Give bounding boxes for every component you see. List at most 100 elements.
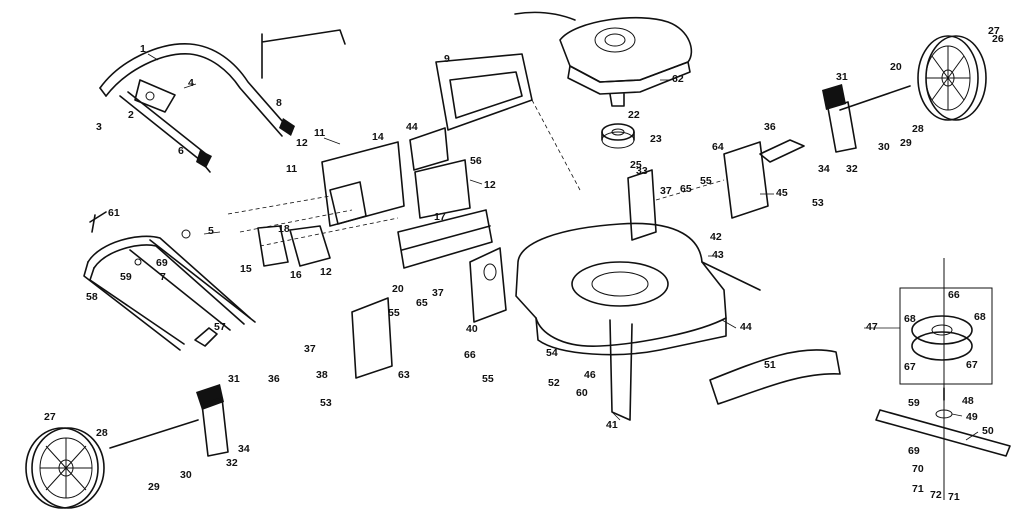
label-29b: 29 xyxy=(148,481,160,493)
label-7: 7 xyxy=(160,271,166,283)
engine xyxy=(514,11,693,107)
pulley xyxy=(601,123,635,149)
lower-handle xyxy=(83,211,256,351)
label-33: 33 xyxy=(636,165,648,177)
label-46: 46 xyxy=(584,369,596,381)
label-44a: 44 xyxy=(406,121,418,133)
label-30a: 30 xyxy=(878,141,890,153)
front-wheel-left xyxy=(25,427,105,509)
label-52: 52 xyxy=(548,377,560,389)
label-3: 3 xyxy=(96,121,102,133)
label-44b: 44 xyxy=(740,321,752,333)
label-58: 58 xyxy=(86,291,98,303)
mower-deck xyxy=(515,222,761,421)
height-bracket-right xyxy=(827,101,857,153)
part-labels: 1 2 3 4 5 6 7 8 9 11 11 12 12 12 14 15 1… xyxy=(44,25,1004,503)
label-23: 23 xyxy=(650,133,662,145)
label-2: 2 xyxy=(128,109,134,121)
label-28b: 28 xyxy=(96,427,108,439)
blade-adapter-assembly xyxy=(899,287,993,419)
label-63: 63 xyxy=(398,369,410,381)
label-20b: 20 xyxy=(890,61,902,73)
label-31a: 31 xyxy=(836,71,848,83)
label-65a: 65 xyxy=(680,183,692,195)
label-59a: 59 xyxy=(120,271,132,283)
label-68a: 68 xyxy=(904,313,916,325)
label-18: 18 xyxy=(278,223,290,235)
label-71b: 71 xyxy=(948,491,960,503)
label-49: 49 xyxy=(966,411,978,423)
label-53b: 53 xyxy=(320,397,332,409)
wheel-axle-right xyxy=(839,85,911,111)
label-51: 51 xyxy=(764,359,776,371)
label-60: 60 xyxy=(576,387,588,399)
label-40: 40 xyxy=(466,323,478,335)
label-4: 4 xyxy=(188,77,194,89)
label-62: 62 xyxy=(672,73,684,85)
label-12c: 12 xyxy=(320,266,332,278)
discharge-chute xyxy=(435,53,581,191)
label-56: 56 xyxy=(470,155,482,167)
label-67b: 67 xyxy=(966,359,978,371)
label-37b: 37 xyxy=(432,287,444,299)
label-27a: 27 xyxy=(988,25,1000,37)
label-6: 6 xyxy=(178,145,184,157)
handle-rod xyxy=(261,29,346,79)
label-65b: 65 xyxy=(416,297,428,309)
label-29a: 29 xyxy=(900,137,912,149)
label-37a: 37 xyxy=(660,185,672,197)
label-67a: 67 xyxy=(904,361,916,373)
label-15: 15 xyxy=(240,263,252,275)
label-38: 38 xyxy=(316,369,328,381)
label-68b: 68 xyxy=(974,311,986,323)
label-34b: 34 xyxy=(238,443,250,455)
label-11a: 11 xyxy=(314,127,325,139)
label-47: 47 xyxy=(866,321,878,333)
label-72: 72 xyxy=(930,489,942,501)
label-54: 54 xyxy=(546,347,558,359)
baffle xyxy=(709,349,841,405)
label-8: 8 xyxy=(276,97,282,109)
label-37c: 37 xyxy=(304,343,316,355)
label-25: 25 xyxy=(630,159,642,171)
label-45: 45 xyxy=(776,187,788,199)
label-27b: 27 xyxy=(44,411,56,423)
label-28a: 28 xyxy=(912,123,924,135)
label-5: 5 xyxy=(208,225,214,237)
label-14: 14 xyxy=(372,131,384,143)
label-22: 22 xyxy=(628,109,640,121)
label-20a: 20 xyxy=(392,283,404,295)
label-30b: 30 xyxy=(180,469,192,481)
label-53a: 53 xyxy=(812,197,824,209)
label-1: 1 xyxy=(140,43,146,55)
label-9: 9 xyxy=(444,53,450,65)
label-66a: 66 xyxy=(464,349,476,361)
label-55c: 55 xyxy=(482,373,494,385)
label-12b: 12 xyxy=(484,179,496,191)
rear-brackets xyxy=(351,247,507,379)
label-42: 42 xyxy=(710,231,722,243)
label-11b: 11 xyxy=(286,163,297,175)
label-43: 43 xyxy=(712,249,724,261)
label-31b: 31 xyxy=(228,373,240,385)
label-66b: 66 xyxy=(948,289,960,301)
label-34a: 34 xyxy=(818,163,830,175)
wheel-axle-left xyxy=(109,419,199,449)
wheel-adjuster-lever-left xyxy=(196,384,224,410)
height-bracket-left xyxy=(201,397,229,457)
label-55b: 55 xyxy=(388,307,400,319)
upper-handle xyxy=(99,43,295,173)
label-32a: 32 xyxy=(846,163,858,175)
label-26: 26 xyxy=(992,33,1004,45)
mower-blade xyxy=(875,409,1011,457)
label-71a: 71 xyxy=(912,483,924,495)
wheel-adjuster-lever-right xyxy=(822,84,846,110)
label-61: 61 xyxy=(108,207,120,219)
label-32b: 32 xyxy=(226,457,238,469)
label-64: 64 xyxy=(712,141,724,153)
label-57: 57 xyxy=(214,321,226,333)
label-55a: 55 xyxy=(700,175,712,187)
center-brackets xyxy=(227,127,493,269)
label-50: 50 xyxy=(982,425,994,437)
